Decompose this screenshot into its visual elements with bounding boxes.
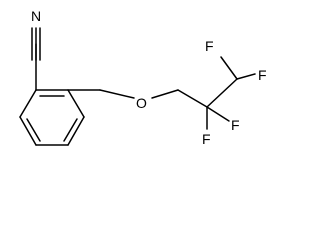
c-f-bond-up bbox=[220, 56, 238, 80]
ring-bond-5 bbox=[19, 116, 37, 146]
structure-canvas: N O F F F F bbox=[0, 0, 278, 172]
atom-label-o: O bbox=[136, 95, 147, 111]
atom-label-f-lower-right: F bbox=[231, 117, 240, 133]
atom-label-f-right: F bbox=[258, 67, 267, 83]
cf2-chf2-bond bbox=[206, 78, 238, 108]
ring-bond-3 bbox=[67, 116, 85, 146]
benzene-ring bbox=[19, 89, 85, 146]
tetrafluoropropyl-group: F F F F bbox=[177, 38, 267, 147]
c-f-bond-end bbox=[236, 73, 256, 80]
background bbox=[0, 0, 278, 172]
ring-double-bond-3 bbox=[26, 118, 41, 142]
atom-label-f-upper-left: F bbox=[205, 38, 214, 54]
ring-bond-2 bbox=[67, 89, 85, 118]
ch2-o-bond bbox=[99, 89, 135, 99]
atom-label-f-lower-left: F bbox=[202, 131, 211, 147]
c-f-bond-right bbox=[206, 106, 230, 122]
ether-chain: O bbox=[67, 89, 179, 111]
ring-double-bond-2 bbox=[63, 118, 78, 142]
nitrile-group: N bbox=[31, 8, 41, 91]
o-ch2-bond bbox=[151, 89, 179, 99]
atom-label-n: N bbox=[31, 8, 41, 24]
ring-bond-6 bbox=[19, 89, 37, 118]
ch2-cf2-bond bbox=[177, 89, 208, 108]
